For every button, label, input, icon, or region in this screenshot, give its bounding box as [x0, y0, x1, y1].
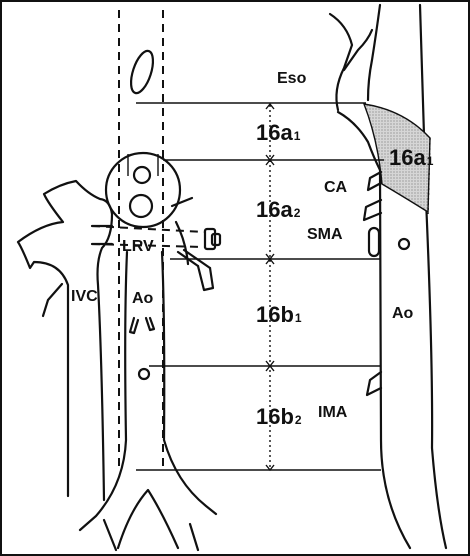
station-16b2: 16b2: [256, 404, 302, 429]
label-sma: SMA: [307, 226, 343, 243]
esophagus-left-wall: [328, 12, 354, 112]
sma-origin-oval: [367, 226, 381, 258]
label-ivc: IVC: [71, 288, 98, 305]
axis-arrow-2t: [265, 158, 275, 166]
ima-origin: [137, 367, 151, 381]
station-16a1-shaded: 16a1: [389, 145, 434, 170]
label-ao-left: Ao: [132, 290, 154, 307]
lrv-tip: [210, 232, 222, 247]
lrv-cap: [203, 227, 217, 251]
left-gonadal-stub: [196, 264, 215, 292]
aorta-anterior-wall: [336, 110, 412, 550]
axis-arrow-bottom: [265, 464, 275, 472]
sma-artery-stub: [362, 198, 383, 222]
station-boundaries: [136, 102, 384, 472]
station-16a2: 16a2: [256, 197, 301, 222]
aorta-right-wall: [160, 250, 218, 516]
ivc-outline: [16, 179, 114, 502]
station-16b1: 16b1: [256, 302, 302, 327]
ima-vessel-right: [144, 316, 156, 332]
esophagus-branch: [342, 28, 374, 72]
label-ca: CA: [324, 179, 348, 196]
aorta-upper-wall: [366, 3, 382, 102]
aorta-posterior-wall: [418, 3, 448, 550]
shaded-region-16a1: [362, 103, 431, 214]
aorta-cross-section: [104, 151, 182, 229]
label-ao-right: Ao: [392, 305, 414, 322]
label-eso: Eso: [277, 70, 307, 87]
renal-artery-origin: [397, 237, 411, 251]
frontal-view: [16, 10, 222, 552]
ima-artery-stub: [365, 370, 383, 397]
iliac-bifurcation: [116, 488, 180, 550]
axis-arrow-3t: [265, 257, 275, 265]
lrv-channel: [91, 225, 206, 248]
right-gonadal-vein: [41, 282, 64, 318]
renal-artery-upper: [170, 196, 194, 208]
aorta-left-wall: [78, 250, 129, 532]
sma-origin: [128, 193, 154, 219]
left-lumbar-branch: [174, 220, 190, 266]
ima-vessel-left: [128, 316, 140, 335]
station-16a1: 16a1: [256, 120, 301, 145]
ca-origin: [132, 165, 152, 185]
esophagus-oval: [129, 49, 155, 95]
iliac-vessels: [102, 518, 200, 552]
label-lrv: LRV: [122, 238, 154, 255]
label-ima: IMA: [318, 404, 348, 421]
aorta-lateral: [328, 3, 448, 550]
axis-arrow-top: [265, 102, 275, 110]
aorta-hilum-lines: [127, 154, 159, 176]
axis-arrow-4t: [265, 364, 275, 372]
ca-artery-stub: [366, 170, 383, 192]
